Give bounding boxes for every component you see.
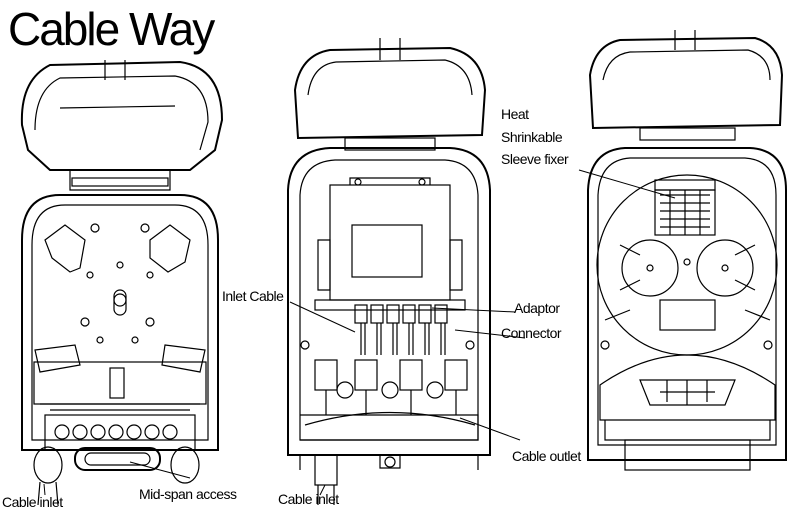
cable-clamps-center [314, 359, 468, 415]
label-adaptor: Adaptor [514, 300, 560, 316]
label-sleeve-fixer: Sleeve fixer [501, 151, 569, 167]
label-cable-inlet-left: Cable inlet [2, 494, 63, 510]
cable-ports-left [54, 424, 178, 440]
label-cable-outlet: Cable outlet [512, 448, 581, 464]
left-enclosure [20, 60, 224, 506]
label-connector: Connector [501, 325, 562, 341]
adaptors-center [354, 304, 448, 355]
leader-lines [43, 169, 676, 496]
label-heat: Heat [501, 106, 529, 122]
label-mid-span-access: Mid-span access [139, 486, 237, 502]
label-inlet-cable: Inlet Cable [222, 288, 284, 304]
heat-shrink-fixer [654, 189, 716, 236]
label-cable-inlet-center: Cable inlet [278, 491, 339, 507]
label-shrinkable: Shrinkable [501, 129, 563, 145]
right-enclosure [587, 30, 787, 471]
center-enclosure [287, 38, 491, 505]
page-title: Cable Way [8, 3, 215, 55]
